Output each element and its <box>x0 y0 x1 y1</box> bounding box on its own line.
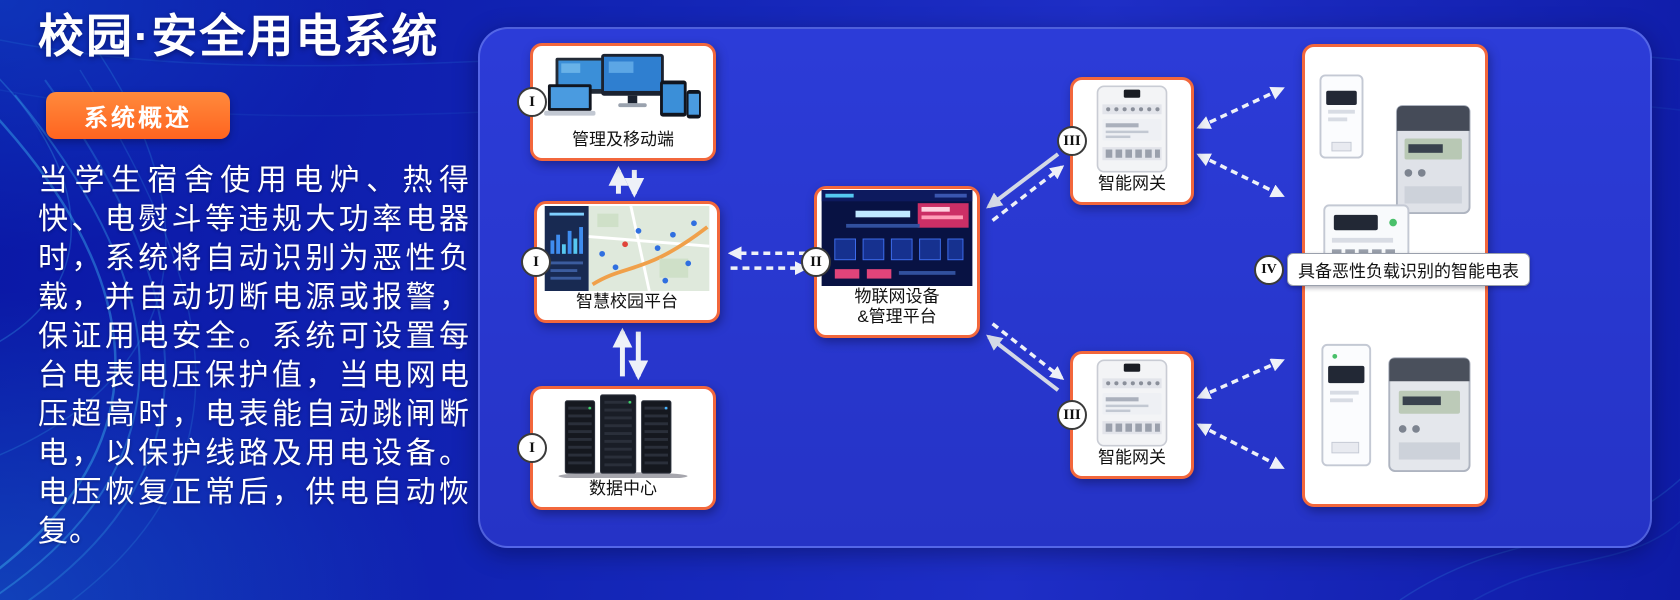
arrow-iot-gateway-bottom <box>986 322 1065 392</box>
diagram-panel: I <box>478 27 1652 548</box>
numeral-badge: III <box>1057 126 1087 156</box>
campus-dashboard-illustration <box>537 204 717 292</box>
node-label: 智能网关 <box>1098 174 1166 194</box>
numeral-badge: I <box>517 433 547 463</box>
node-label: 物联网设备 &管理平台 <box>817 286 977 335</box>
page-title: 校园·安全用电系统 <box>38 10 440 62</box>
node-label-line2: &管理平台 <box>857 307 937 327</box>
node-label: 数据中心 <box>589 479 657 499</box>
description-text: 当学生宿舍使用电炉、热得快、电熨斗等违规大功率电器时，系统将自动识别为恶性负载，… <box>38 163 470 548</box>
numeral-badge: I <box>517 87 547 117</box>
arrow-campus-iot <box>727 246 809 276</box>
smart-meters-label: 具备恶性负载识别的智能电表 <box>1287 253 1530 286</box>
node-management-mobile: I <box>517 43 716 161</box>
arrow-clients-campus <box>608 165 645 198</box>
numeral-badge: II <box>801 247 831 277</box>
server-racks-illustration <box>533 389 713 479</box>
smart-meters-caption: IV 具备恶性负载识别的智能电表 <box>1254 253 1530 286</box>
arrow-iot-gateway-top <box>986 152 1065 222</box>
numeral-badge: I <box>521 247 551 277</box>
node-smart-campus-platform: I <box>521 201 720 323</box>
node-label: 管理及移动端 <box>572 130 674 150</box>
node-label: 智能网关 <box>1098 448 1166 468</box>
numeral-badge: III <box>1057 400 1087 430</box>
left-text-column: 校园·安全用电系统 系统概述 当学生宿舍使用电炉、热得快、电熨斗等违规大功率电器… <box>38 8 470 551</box>
node-data-center: I <box>517 386 716 510</box>
arrow-gateway-bottom-meters <box>1196 358 1285 470</box>
overview-badge: 系统概述 <box>46 91 230 139</box>
arrow-gateway-top-meters <box>1196 86 1285 198</box>
node-label-line1: 物联网设备 <box>854 286 940 306</box>
node-smart-gateway-top: III <box>1057 77 1194 205</box>
node-iot-platform: II <box>801 186 980 338</box>
node-smart-gateway-bottom: III <box>1057 351 1194 479</box>
gateway-device-illustration <box>1073 354 1191 447</box>
node-label: 智慧校园平台 <box>576 292 678 312</box>
numeral-badge: IV <box>1254 254 1284 285</box>
arrow-campus-datacenter <box>612 327 649 381</box>
gateway-device-illustration <box>1073 80 1191 173</box>
iot-dashboard-illustration <box>817 189 977 286</box>
devices-cluster-illustration <box>533 46 713 129</box>
